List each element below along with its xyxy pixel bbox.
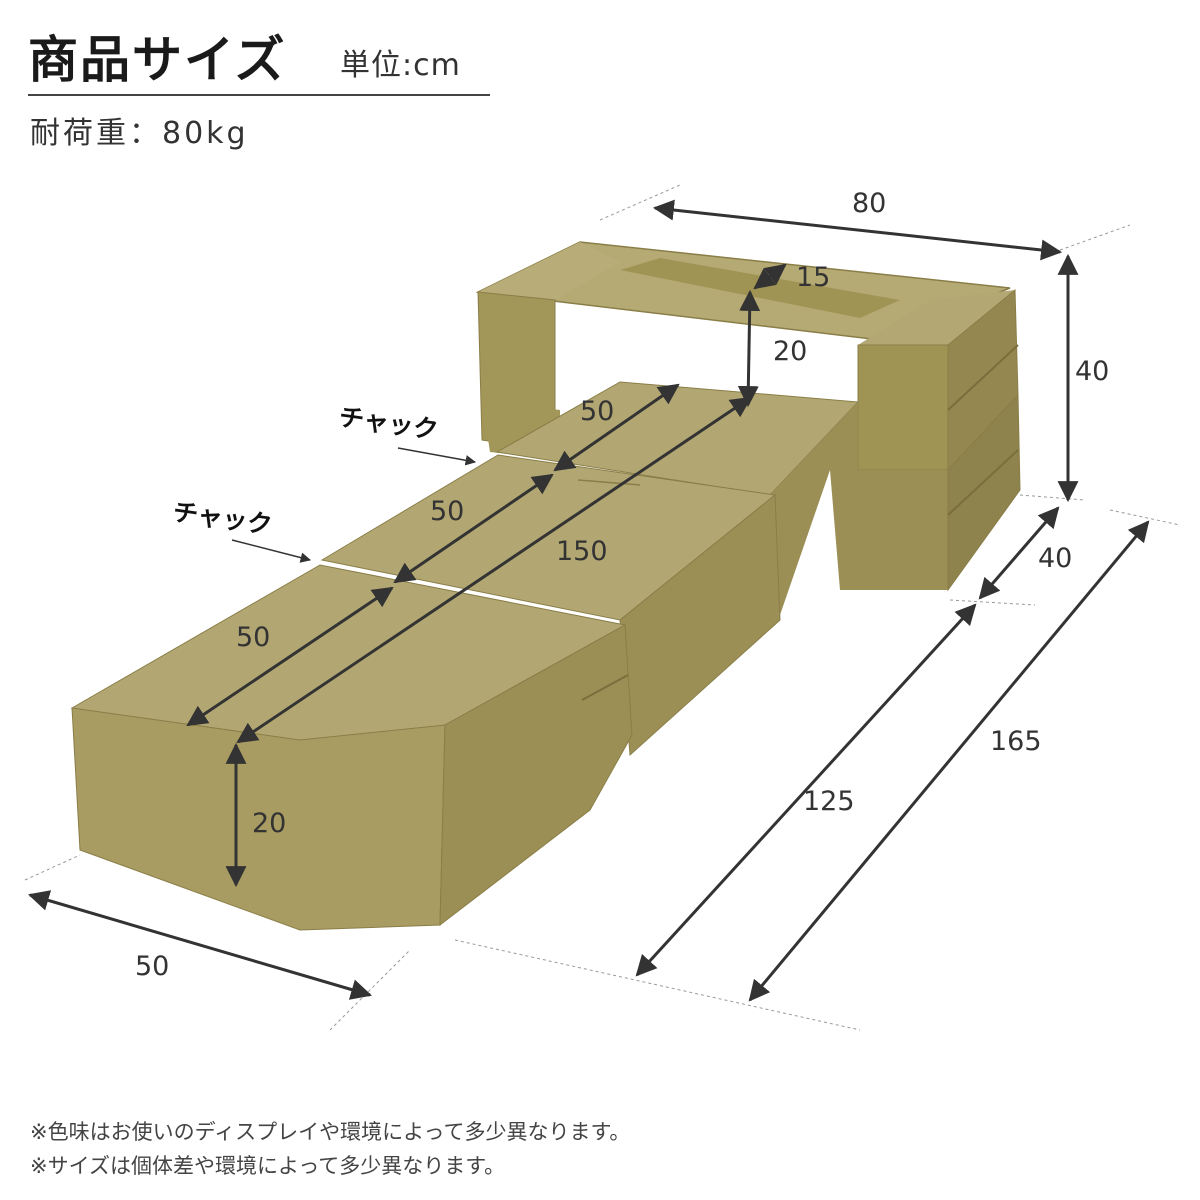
right-base-front <box>830 470 948 590</box>
unit-label: 単位:cm <box>340 48 461 83</box>
dim-length-125: 125 <box>803 786 855 817</box>
zipper-label-upper: チャック <box>337 402 440 445</box>
dim-line-back-height <box>737 289 761 408</box>
dim-line-total-cushion <box>236 396 752 744</box>
dim-total-height: 40 <box>1075 356 1109 387</box>
sofa-illustration <box>70 241 1021 931</box>
page-title: 商品サイズ <box>28 31 287 89</box>
dim-armrest-width: 15 <box>796 262 830 293</box>
right-armrest-top <box>858 290 1015 345</box>
dim-width-top: 80 <box>852 188 886 219</box>
zipper-label-lower: チャック <box>171 497 274 540</box>
dim-width-front: 50 <box>135 951 169 982</box>
dim-total-cushion: 150 <box>556 536 608 567</box>
dimension-arrows <box>27 199 1150 1002</box>
note-size: ※サイズは個体差や環境によって多少異なります。 <box>30 1154 506 1178</box>
dim-seg-lower: 50 <box>236 622 270 653</box>
right-armrest-front <box>857 344 949 471</box>
dim-length-165: 165 <box>990 726 1042 757</box>
zipper-pointers <box>231 447 477 563</box>
title-underline <box>28 94 490 96</box>
dim-cushion-height: 20 <box>252 808 286 839</box>
dim-line-length-165 <box>748 520 1150 1002</box>
dim-line-width-top <box>652 199 1063 261</box>
dim-seg-upper: 50 <box>580 396 614 427</box>
dim-seg-middle: 50 <box>430 496 464 527</box>
dim-seat-depth: 40 <box>1038 543 1072 574</box>
dim-line-armrest <box>753 263 787 290</box>
note-color: ※色味はお使いのディスプレイや環境によって多少異なります。 <box>30 1120 631 1144</box>
base-seam <box>947 449 1019 516</box>
dim-line-width-front <box>27 890 373 1000</box>
left-armrest-top <box>478 242 620 300</box>
load-capacity: 耐荷重：80kg <box>30 116 249 151</box>
dim-back-height: 20 <box>773 336 807 367</box>
base-seam-2 <box>947 344 1019 411</box>
disclaimer-notes: ※色味はお使いのディスプレイや環境によって多少異なります。 ※サイズは個体差や環… <box>30 1115 630 1183</box>
